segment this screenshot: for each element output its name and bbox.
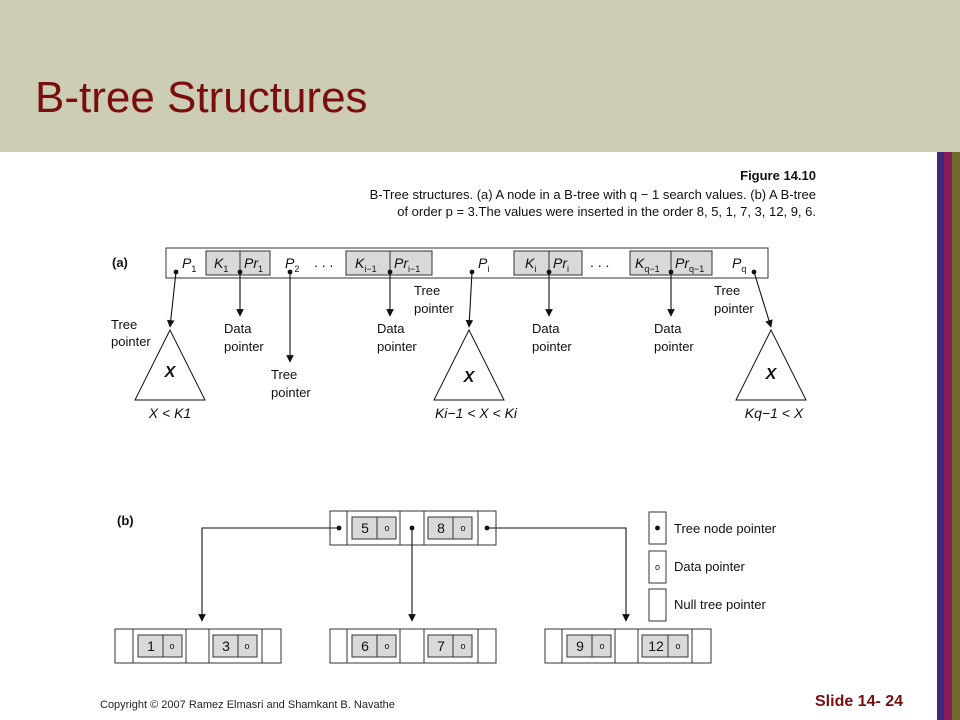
label-prq-1: Prq−1 xyxy=(675,255,704,274)
leaf2-key-2: 7 xyxy=(437,638,445,654)
label-ki: Ki xyxy=(525,255,536,274)
figure-label: Figure 14.10 xyxy=(740,168,816,183)
legend-tree-node-pointer: Tree node pointer xyxy=(674,521,777,536)
label-k1: K1 xyxy=(214,255,228,274)
accent-bar-magenta xyxy=(944,152,952,720)
leaf3-key-1: 9 xyxy=(576,638,584,654)
legend-data-pointer: Data pointer xyxy=(674,559,745,574)
root-node xyxy=(329,510,497,546)
root-key-2: 8 xyxy=(437,520,445,536)
figure-caption-line1: B-Tree structures. (a) A node in a B-tre… xyxy=(370,187,816,202)
label-kq-1: Kq−1 xyxy=(635,255,660,274)
label-pr1: Pr1 xyxy=(244,255,263,274)
accent-bar-blue xyxy=(937,152,944,720)
root-data-marker-1: o xyxy=(384,523,389,533)
tree-node-pointer-icon xyxy=(655,525,660,531)
part-b-label: (b) xyxy=(117,513,134,528)
ellipsis-1: . . . xyxy=(314,254,333,270)
leaf1-key-2: 3 xyxy=(222,638,230,654)
leaf1-data-marker-1: o xyxy=(169,641,174,651)
ellipsis-2: . . . xyxy=(590,254,609,270)
leaf2-data-marker-1: o xyxy=(384,641,389,651)
label-p2: P2 xyxy=(285,255,299,274)
legend xyxy=(648,511,667,622)
leaf1-data-marker-2: o xyxy=(244,641,249,651)
legend-data-marker: o xyxy=(655,562,660,572)
subtree-symbol-middle: X xyxy=(463,369,476,386)
legend-null-tree-pointer: Null tree pointer xyxy=(674,597,766,612)
condition-left: X < K1 xyxy=(148,405,191,421)
subtree-triangles xyxy=(134,328,807,401)
copyright-notice: Copyright © 2007 Ramez Elmasri and Shamk… xyxy=(100,699,395,711)
legend-null-box xyxy=(648,588,667,622)
accent-bar-olive xyxy=(952,152,960,720)
root-data-marker-2: o xyxy=(460,523,465,533)
leaf-node-3 xyxy=(544,628,712,664)
label-ki-1: Ki−1 xyxy=(355,255,377,274)
label-pq: Pq xyxy=(732,255,746,274)
label-pi: Pi xyxy=(478,255,489,274)
leaf3-data-marker-2: o xyxy=(675,641,680,651)
node-pointer-arrows xyxy=(166,271,773,363)
slide-number: Slide 14- 24 xyxy=(815,693,904,710)
title-banner xyxy=(0,0,960,152)
leaf2-key-1: 6 xyxy=(361,638,369,654)
leaf3-key-2: 12 xyxy=(648,638,664,654)
label-pri-1: Pri−1 xyxy=(394,255,420,274)
leaf2-data-marker-2: o xyxy=(460,641,465,651)
leaf-node-1 xyxy=(114,628,282,664)
figure-caption-line2: of order p = 3.The values were inserted … xyxy=(397,204,816,219)
root-key-1: 5 xyxy=(361,520,369,536)
subtree-symbol-left: X xyxy=(164,364,177,381)
leaf-node-2 xyxy=(329,628,497,664)
condition-right: Kq−1 < X xyxy=(745,405,804,421)
slide-title: B-tree Structures xyxy=(35,73,368,122)
legend-data-box xyxy=(648,550,667,584)
label-pri: Pri xyxy=(553,255,569,274)
condition-middle: Ki−1 < X < Ki xyxy=(435,405,518,421)
leaf1-key-1: 1 xyxy=(147,638,155,654)
root-child-arrows xyxy=(198,527,630,622)
part-a-label: (a) xyxy=(112,255,128,270)
label-p1: P1 xyxy=(182,255,196,274)
subtree-symbol-right: X xyxy=(765,366,778,383)
leaf3-data-marker-1: o xyxy=(599,641,604,651)
